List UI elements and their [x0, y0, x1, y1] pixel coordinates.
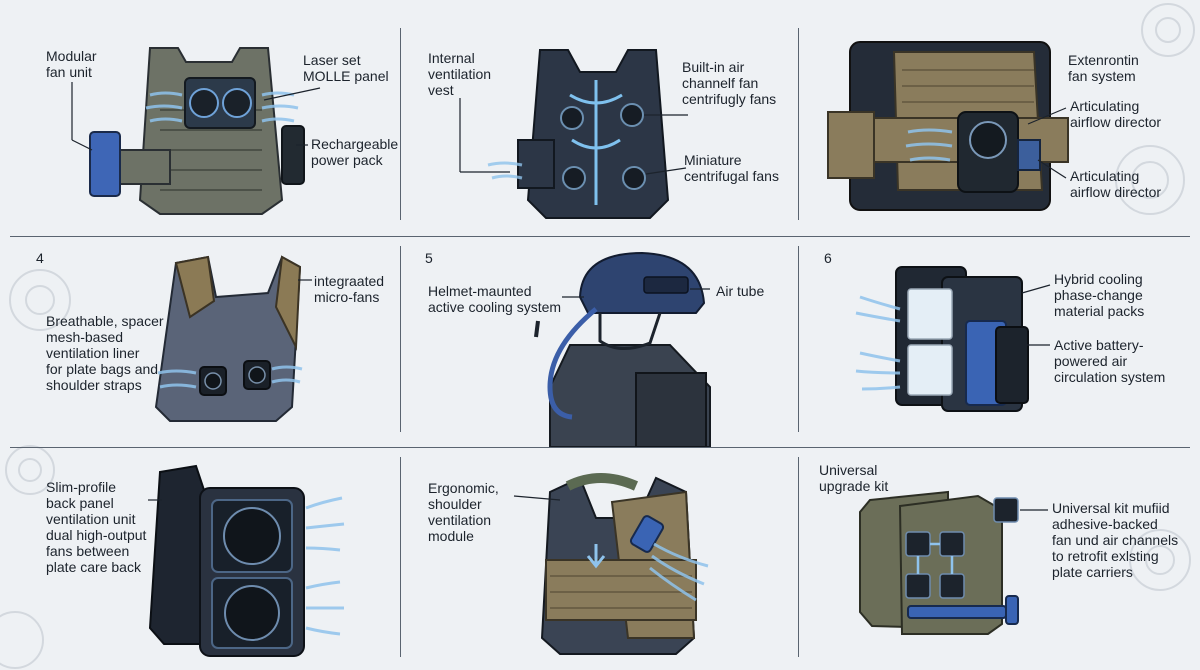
label-air-tube: Air tube	[716, 283, 765, 299]
leader-line	[263, 87, 321, 101]
panel-hybrid-cooling: 6 Hybrid cooling phase-change material p…	[798, 237, 1200, 447]
label-extenrontin-fan-system: Extenrontin fan system	[1068, 52, 1139, 84]
v-divider-2b	[798, 246, 799, 432]
shoulder-ventilation-illustration	[513, 473, 709, 655]
leader-line	[71, 139, 93, 151]
v-divider-1a	[400, 28, 401, 220]
label-miniature-centrifugal-fans: Miniature centrifugal fans	[684, 152, 779, 184]
label-laser-set-molle-panel: Laser set MOLLE panel	[303, 52, 389, 84]
leader-line	[1037, 159, 1067, 179]
panel-internal-ventilation-vest: Internal ventilation vest Built-in air c…	[400, 0, 798, 236]
hybrid-cooling-illustration	[855, 266, 1051, 412]
spacer-mesh-liner-illustration	[154, 255, 312, 422]
leader-line	[645, 167, 687, 175]
label-universal-kit-mufiid: Universal kit mufiid adhesive-backed fan…	[1052, 500, 1179, 580]
helmet-cooling-illustration	[534, 251, 711, 447]
modular-fan-vest-illustration	[71, 47, 321, 215]
panel-helmet-cooling: 5 Helmet-maunted active cooling system A…	[400, 237, 798, 447]
panel-number-5: 5	[425, 250, 433, 266]
slim-back-panel-illustration	[148, 464, 345, 657]
universal-upgrade-kit-illustration	[859, 490, 1048, 635]
leader-line	[1021, 284, 1051, 294]
panel-slim-back-panel: Slim-profile back panel ventilation unit…	[0, 448, 400, 670]
v-divider-2a	[798, 28, 799, 220]
label-active-battery-air-circulation: Active battery- powered air circulation …	[1054, 337, 1166, 385]
label-breathable-spacer-mesh: Breathable, spacer mesh-based ventilatio…	[46, 313, 164, 393]
label-universal-upgrade-kit: Universal upgrade kit	[819, 462, 889, 494]
internal-ventilation-vest-illustration	[459, 49, 688, 219]
panel-number-4: 4	[36, 250, 44, 266]
h-divider-1	[10, 236, 1190, 237]
panel-modular-fan-unit: Modular fan unit Laser set MOLLE panel R…	[0, 0, 400, 236]
label-modular-fan-unit: Modular fan unit	[46, 48, 97, 80]
leader-line	[513, 495, 561, 501]
label-articulating-airflow-director-2: Articulating airflow director	[1070, 168, 1162, 200]
panel-number-6: 6	[824, 250, 832, 266]
label-articulating-airflow-director-1: Articulating airflow director	[1070, 98, 1162, 130]
label-internal-ventilation-vest: Internal ventilation vest	[428, 50, 492, 98]
panel-spacer-mesh-liner: 4 integraated micro-fans Breathable, spa…	[0, 237, 400, 447]
label-integraated-micro-fans: integraated micro-fans	[314, 273, 385, 305]
panel-universal-upgrade-kit: Universal upgrade kit Universal kit mufi…	[798, 448, 1200, 670]
external-fan-system-illustration	[827, 41, 1069, 211]
v-divider-1b	[400, 246, 401, 432]
panel-shoulder-ventilation: Ergonomic, shoulder ventilation module	[400, 448, 798, 670]
leader-line	[1027, 107, 1067, 125]
label-built-in-air-channel-fan: Built-in air channelf fan centrifugly fa…	[682, 59, 777, 107]
label-rechargeable-power-pack: Rechargeable power pack	[311, 136, 399, 168]
label-helmet-maunted-cooling: Helmet-maunted active cooling system	[428, 283, 562, 315]
v-divider-2c	[798, 457, 799, 657]
label-slim-profile-back-panel: Slim-profile back panel ventilation unit…	[46, 479, 147, 575]
panel-external-fan-system: Extenrontin fan system Articulating airf…	[798, 0, 1200, 236]
label-ergonomic-shoulder-module: Ergonomic, shoulder ventilation module	[428, 480, 499, 544]
h-divider-2	[10, 447, 1190, 448]
v-divider-1c	[400, 457, 401, 657]
label-hybrid-cooling-packs: Hybrid cooling phase-change material pac…	[1054, 271, 1145, 319]
